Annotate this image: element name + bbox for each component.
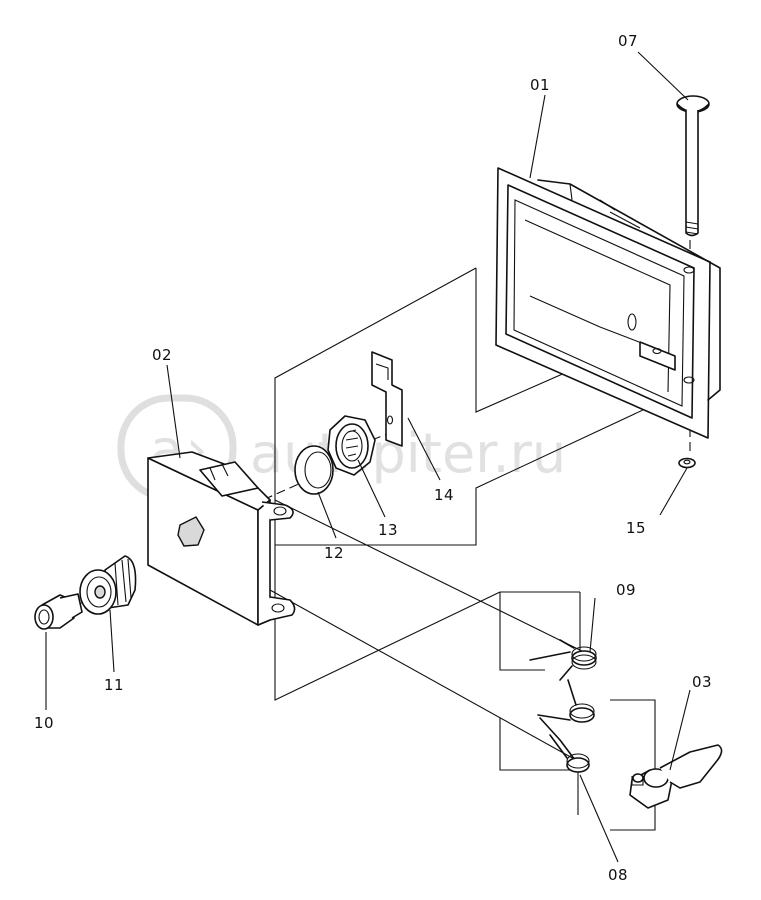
part-09-spring <box>529 639 597 681</box>
label-part-10: 10 <box>34 714 54 732</box>
part-08-spring <box>537 679 595 773</box>
part-12-washer <box>294 445 334 495</box>
label-part-01: 01 <box>530 76 550 94</box>
label-part-13: 13 <box>378 521 398 539</box>
part-13-nut <box>327 415 376 476</box>
part-02-bracket <box>147 451 296 626</box>
label-part-08: 08 <box>608 866 628 884</box>
part-07-pin <box>676 95 710 237</box>
label-part-11: 11 <box>104 676 124 694</box>
part-15-clip <box>678 457 696 469</box>
label-part-09: 09 <box>616 581 636 599</box>
part-01-housing <box>495 167 721 439</box>
label-part-14: 14 <box>434 486 454 504</box>
label-part-07: 07 <box>618 32 638 50</box>
part-11-bushing <box>79 555 137 615</box>
part-03-lever <box>629 744 723 809</box>
label-part-03: 03 <box>692 673 712 691</box>
part-labels: 07 01 02 14 13 12 15 09 03 11 10 08 <box>34 32 712 884</box>
part-14-latch-plate <box>371 351 403 447</box>
label-part-12: 12 <box>324 544 344 562</box>
label-part-02: 02 <box>152 346 172 364</box>
assembly-guide-lines <box>61 240 691 831</box>
part-10-lock-cylinder <box>34 593 83 630</box>
leader-lines <box>45 51 691 863</box>
label-part-15: 15 <box>626 519 646 537</box>
